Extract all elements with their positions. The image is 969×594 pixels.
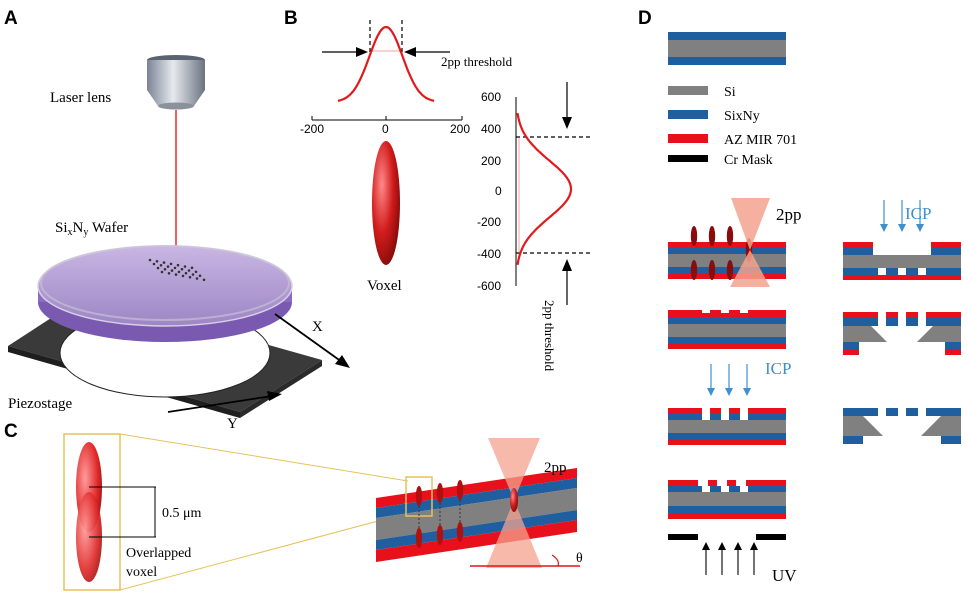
legend-swatch-mask xyxy=(668,155,708,162)
x-axis-arrow xyxy=(274,313,343,363)
voxel-lower-1 xyxy=(415,528,423,548)
laser-cone-lower xyxy=(486,500,542,568)
legend-label-sixny: SixNy xyxy=(724,109,760,124)
spacing-label: 0.5 μm xyxy=(162,506,202,521)
legend-swatch-resist xyxy=(668,134,708,143)
theta-label: θ xyxy=(576,551,583,566)
wafer-illustration xyxy=(37,245,293,342)
icp-label-top: ICP xyxy=(905,204,931,223)
legend-label-resist: AZ MIR 701 xyxy=(724,133,797,148)
y-tick: 200 xyxy=(481,154,501,168)
laser-cone-upper xyxy=(488,438,540,500)
substrate-legend-stack xyxy=(668,32,786,65)
panel-d: Si SixNy AZ MIR 701 Cr Mask 2pp ICP ICP xyxy=(668,32,961,585)
cr-mask-right xyxy=(756,534,786,540)
y-tick: -600 xyxy=(477,279,501,293)
twopp-label-d: 2pp xyxy=(776,205,802,224)
y-tick: -200 xyxy=(477,215,501,229)
voxel-upper-3 xyxy=(456,480,464,500)
voxel-upper-2 xyxy=(436,483,444,503)
overlapped-label-line2: voxel xyxy=(126,565,157,580)
y-tick: 0 xyxy=(495,184,502,198)
voxel-label: Voxel xyxy=(367,278,402,294)
voxel-dot-array xyxy=(148,258,206,282)
voxel-lower-2 xyxy=(436,525,444,545)
cr-mask-left xyxy=(668,534,698,540)
laser-lens-illustration xyxy=(147,55,205,110)
panel-label-b: B xyxy=(284,8,298,29)
legend: Si SixNy AZ MIR 701 Cr Mask xyxy=(668,85,797,168)
y-axis-label: Y xyxy=(227,416,238,432)
icp-arrows-top xyxy=(880,200,924,232)
wafer-label: SixNy Wafer xyxy=(55,220,128,238)
panel-label-c: C xyxy=(4,421,18,442)
x-axis-label: X xyxy=(312,319,323,335)
laser-lens-label: Laser lens xyxy=(50,90,111,106)
x-tick: 200 xyxy=(450,122,470,136)
uv-label: UV xyxy=(772,566,797,585)
twopp-label-c: 2pp xyxy=(544,460,567,476)
y-tick: -400 xyxy=(477,247,501,261)
voxel-upper-1 xyxy=(415,486,423,506)
panel-c: 0.5 μm Overlapped voxel 2pp θ xyxy=(63,433,583,591)
legend-swatch-sixny xyxy=(668,110,708,119)
tilted-voxel-array xyxy=(415,480,464,548)
callout-box xyxy=(63,433,121,591)
y-axis-arrow xyxy=(167,395,273,413)
x-tick: -200 xyxy=(300,122,324,136)
legend-label-si: Si xyxy=(724,85,736,100)
overlapped-label-line1: Overlapped xyxy=(126,546,191,561)
icp-arrows-mid xyxy=(707,364,751,396)
threshold-label-top: 2pp threshold xyxy=(441,54,513,69)
tilted-wafer-stack xyxy=(376,468,577,562)
uv-arrows xyxy=(702,542,758,575)
panel-a: Laser lens SixNy Wafer Piezostage X Y xyxy=(8,55,350,432)
y-ticks: 600 400 200 0 -200 -400 -600 xyxy=(477,90,502,293)
y-tick: 400 xyxy=(481,122,501,136)
panel-b: 2pp threshold -200 0 200 Voxel 600 400 2… xyxy=(300,20,590,372)
threshold-label-side: 2pp threshold xyxy=(542,300,557,372)
legend-swatch-si xyxy=(668,86,708,95)
voxel-shape xyxy=(372,141,400,265)
horizontal-intensity-profile xyxy=(337,25,435,102)
y-tick: 600 xyxy=(481,90,501,104)
vertical-intensity-profile xyxy=(516,113,573,265)
piezostage-label: Piezostage xyxy=(8,396,72,412)
legend-label-mask: Cr Mask xyxy=(724,153,773,168)
voxel-lower-3 xyxy=(456,522,464,542)
panel-label-a: A xyxy=(4,8,18,29)
x-tick: 0 xyxy=(382,122,389,136)
icp-label-mid: ICP xyxy=(765,359,791,378)
panel-label-d: D xyxy=(638,8,652,29)
